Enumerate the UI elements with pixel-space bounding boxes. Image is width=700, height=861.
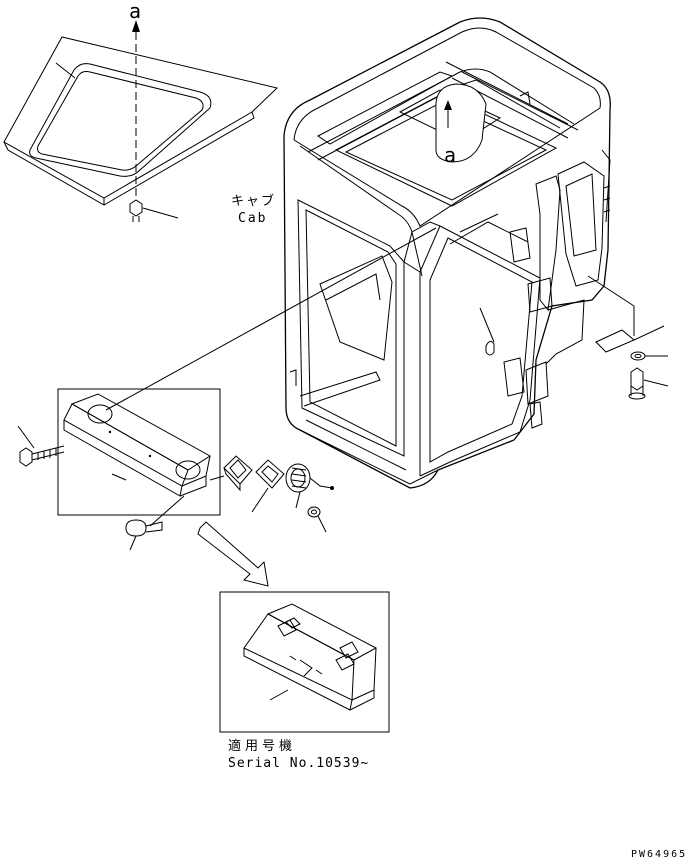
side-bracket xyxy=(587,275,665,353)
serial-label-japanese: 適用号機 xyxy=(228,738,296,754)
arrow-label-a: a xyxy=(129,0,141,23)
mirror-label-a: a xyxy=(444,143,456,167)
leader-panel-to-cab xyxy=(105,227,437,411)
serial-variant-box xyxy=(219,591,390,733)
speaker-unit xyxy=(285,463,334,509)
washer xyxy=(630,351,668,361)
front-panel-detail-box xyxy=(57,388,221,516)
side-bolt xyxy=(628,367,669,400)
serial-label-english: Serial No.10539~ xyxy=(228,756,369,771)
mirror xyxy=(435,83,487,163)
small-nut xyxy=(307,506,327,533)
panel-screw xyxy=(125,495,185,551)
cab-label-japanese: キャブ xyxy=(231,193,276,209)
drawing-code: PW64965 xyxy=(631,849,687,860)
front-panel xyxy=(63,393,211,497)
panel-bolt xyxy=(17,425,65,467)
serial-change-arrow xyxy=(197,521,269,587)
roof-panel xyxy=(3,36,279,206)
direction-arrow-up xyxy=(132,20,140,32)
variant-panel xyxy=(243,603,378,711)
roof-bolt xyxy=(129,199,179,222)
gasket xyxy=(251,459,285,513)
grille-plate xyxy=(209,455,253,492)
cab-label-english: Cab xyxy=(238,211,267,226)
